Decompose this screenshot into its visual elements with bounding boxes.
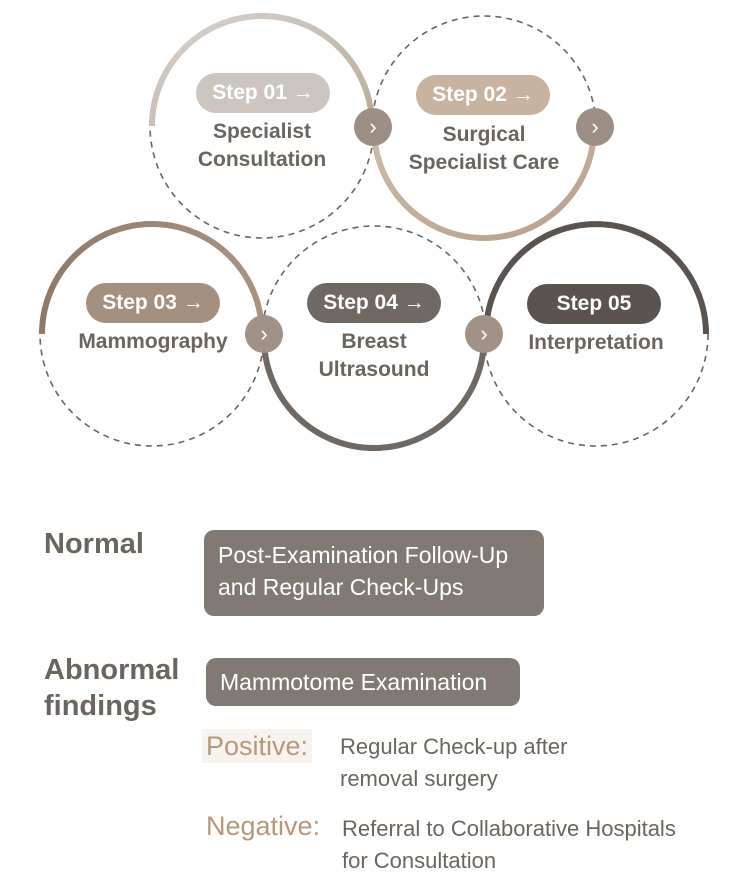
connector-3-4-chevron-icon: › [245, 315, 283, 353]
abnormal-result-box: Mammotome Examination [206, 658, 520, 706]
connector-1-2-chevron-icon: › [354, 108, 392, 146]
step-05-arc [483, 221, 709, 335]
step-01-title: Specialist Consultation [197, 120, 327, 171]
step-03-arc [39, 221, 265, 335]
step-02-badge: Step 02 → [416, 75, 550, 115]
negative-label: Negative: [206, 811, 321, 841]
step-01-badge: Step 01 → [196, 73, 330, 113]
step-03-title: Mammography [78, 330, 228, 353]
connector-4-5-chevron-icon: › [465, 315, 503, 353]
step-03-badge: Step 03 → [86, 283, 220, 323]
negative-outcome-text: Referral to Collaborative Hospitals for … [342, 816, 676, 873]
abnormal-label: Abnormal findings [44, 654, 180, 722]
normal-label: Normal [44, 528, 144, 560]
step-04-arc [261, 337, 487, 451]
step-04-title: Breast Ultrasound [318, 330, 430, 381]
positive-label: Positive: [202, 729, 313, 763]
step-02-arc [371, 127, 597, 241]
connector-2-next-chevron-icon: › [576, 108, 614, 146]
step-05-badge: Step 05 [527, 284, 661, 324]
normal-result-box: Post-Examination Follow-Up and Regular C… [204, 530, 544, 616]
process-flow-diagram [39, 13, 709, 451]
step-04-badge: Step 04 → [307, 283, 441, 323]
step-05-ring-outline [483, 221, 709, 447]
step-02-title: Surgical Specialist Care [408, 123, 560, 174]
step-01-arc [149, 13, 375, 127]
step-05-title: Interpretation [528, 331, 664, 354]
positive-outcome-text: Regular Check-up after removal surgery [340, 734, 568, 791]
